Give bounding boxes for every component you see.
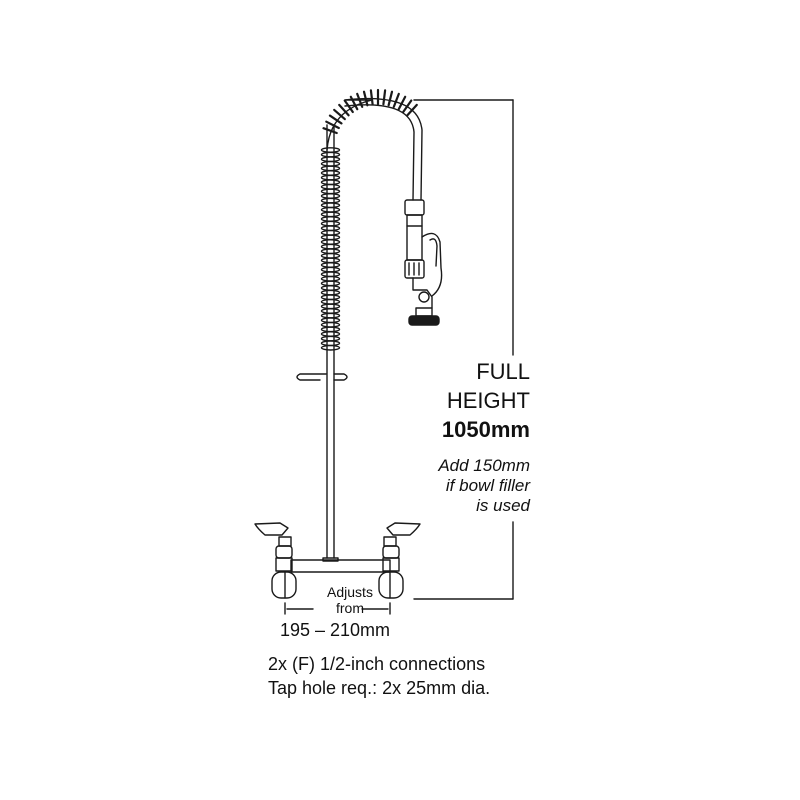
arc-coil <box>397 95 407 111</box>
spring-coil <box>320 344 341 351</box>
specifications: 2x (F) 1/2-inch connections Tap hole req… <box>268 652 688 700</box>
spring-coil <box>320 234 341 241</box>
spring-coil <box>320 151 341 158</box>
spring-coil <box>320 266 341 273</box>
arc-coil <box>333 108 346 121</box>
spring-coil <box>320 312 341 319</box>
full-height-line1: FULL <box>476 359 530 384</box>
spring-coil <box>320 216 341 222</box>
spring-coil <box>320 229 341 236</box>
left-valve <box>254 522 297 599</box>
full-height-callout: FULL HEIGHT 1050mm <box>400 357 530 444</box>
adjust-dimension-line <box>284 602 391 615</box>
spring-coil <box>320 239 341 245</box>
spring-coil <box>320 271 341 278</box>
spring-coil <box>320 326 341 333</box>
arc-coil <box>387 90 394 107</box>
full-height-value: 1050mm <box>441 417 530 442</box>
arc-coil <box>382 89 387 106</box>
arc-coil <box>325 120 340 130</box>
spring-coil <box>320 262 341 268</box>
arc-coil <box>328 114 343 125</box>
spring-coil <box>320 294 341 301</box>
spring-coil <box>320 248 341 255</box>
spring-coil <box>320 202 341 209</box>
spring-coil <box>320 160 341 167</box>
spring-coil <box>320 317 341 324</box>
spring-coil <box>320 225 341 232</box>
spring-coil <box>320 335 341 342</box>
spring-coil <box>320 243 341 250</box>
bowl-note-line3: is used <box>476 496 530 515</box>
tap-hole-spec: Tap hole req.: 2x 25mm dia. <box>268 678 491 698</box>
mixing-body <box>290 557 391 573</box>
arc-coil <box>369 89 374 106</box>
adjust-range: 195 – 210mm <box>279 620 391 640</box>
spring-coil <box>320 183 341 190</box>
bowl-filler-note: Add 150mm if bowl filler is used <box>380 456 530 516</box>
spring-coil <box>320 193 341 199</box>
spring-coil <box>320 174 341 181</box>
flexible-hose <box>344 97 423 201</box>
spring-coil <box>320 275 341 282</box>
spring-coil <box>320 170 341 176</box>
right-valve <box>378 522 421 599</box>
spring-coil <box>320 331 341 337</box>
spring-coil <box>320 197 341 204</box>
spring-coil <box>320 280 341 287</box>
spring-coil <box>320 147 341 153</box>
coil-spring <box>320 147 341 351</box>
adjusts-line2: from <box>336 600 364 616</box>
spring-coil <box>320 303 341 310</box>
adjusts-callout: Adjusts from <box>290 584 410 616</box>
spring-coil <box>320 188 341 195</box>
height-dimension-bracket <box>413 99 514 600</box>
spring-coil <box>320 252 341 259</box>
spring-coil <box>320 156 341 163</box>
spring-coil <box>320 321 341 328</box>
spring-coil <box>320 285 341 291</box>
arc-coil <box>338 103 350 117</box>
full-height-line2: HEIGHT <box>446 388 530 413</box>
adjusts-line1: Adjusts <box>327 584 373 600</box>
spray-valve <box>404 199 443 326</box>
spring-coil <box>320 257 341 264</box>
riser-bend <box>326 99 373 151</box>
spring-coil <box>320 298 341 305</box>
spring-coil <box>320 206 341 213</box>
spring-coil <box>320 179 341 186</box>
spring-coil <box>320 165 341 172</box>
arc-coil <box>392 92 400 109</box>
bowl-note-line2: if bowl filler <box>445 476 530 495</box>
spring-coil <box>320 289 341 296</box>
spring-coil <box>320 340 341 347</box>
wall-bracket <box>296 373 348 381</box>
spring-coil <box>320 220 341 227</box>
connections-spec: 2x (F) 1/2-inch connections <box>268 654 486 674</box>
spring-coil <box>320 308 341 314</box>
bowl-note-line1: Add 150mm <box>438 456 530 475</box>
spring-coil <box>320 211 341 218</box>
arc-coil <box>322 127 338 135</box>
